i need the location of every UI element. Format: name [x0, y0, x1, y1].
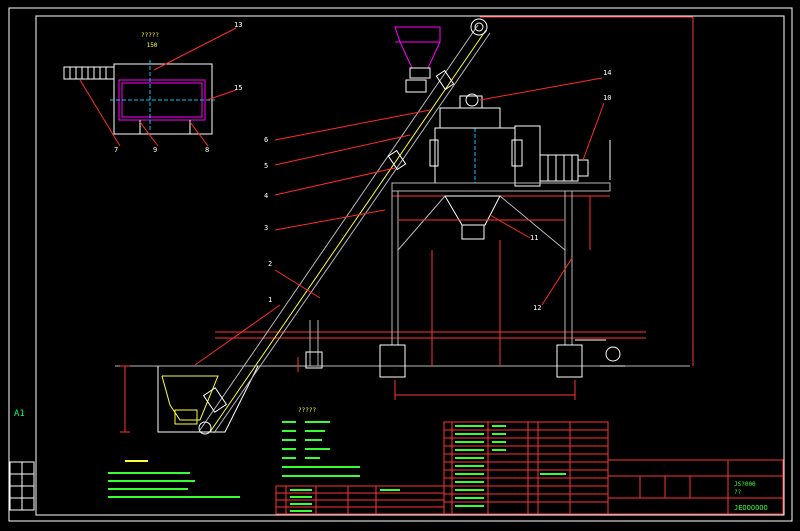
- plan-callouts: 13 15 7 9 8: [114, 21, 242, 154]
- parts-list-main: [443, 421, 609, 515]
- callout-5: 5: [264, 162, 268, 170]
- parts-list-lower: [275, 485, 445, 515]
- bottom-sheave: [198, 421, 212, 435]
- feed-hopper: [394, 26, 441, 93]
- callout-8: 8: [205, 146, 209, 154]
- callout-4: 4: [264, 192, 268, 200]
- mixer-unit: [429, 93, 611, 187]
- elevation-callouts: 1 2 3 4 5 6 14 10 11 12: [264, 69, 611, 312]
- plan-platform: [113, 63, 213, 135]
- sheet-border: [8, 7, 793, 522]
- callout-12: 12: [533, 304, 541, 312]
- parts-list-lower-text: [290, 489, 400, 512]
- plan-view-scale: 150: [147, 42, 158, 49]
- callout-14: 14: [603, 69, 611, 77]
- water-pump: [575, 339, 625, 367]
- callout-1: 1: [268, 296, 272, 304]
- dimensions: [297, 16, 694, 400]
- support-frame: [391, 191, 573, 345]
- top-sheave: [470, 18, 488, 36]
- spec-block: ?????: [282, 407, 360, 477]
- callout-11: 11: [530, 234, 538, 242]
- parts-list-main-text: [455, 425, 566, 507]
- callout-10: 10: [603, 94, 611, 102]
- sheet-size-label: A1: [14, 409, 25, 419]
- callout-6: 6: [264, 136, 268, 144]
- rail-support-post: [305, 320, 323, 369]
- spec-title: ?????: [298, 407, 316, 414]
- callout-7: 7: [114, 146, 118, 154]
- title-block: [607, 459, 784, 515]
- plan-leaders: [79, 27, 237, 147]
- plan-view: ????? 150: [63, 32, 215, 135]
- callout-9: 9: [153, 146, 157, 154]
- drawing-frame: [35, 15, 785, 516]
- elevation-leaders: [194, 77, 605, 366]
- pit: [157, 365, 259, 433]
- footings: [379, 344, 583, 378]
- title-block-sub: ??: [734, 489, 742, 496]
- title-block-name: JS?000: [734, 481, 756, 488]
- mixer-platform: [391, 182, 611, 197]
- discharge-hopper: [444, 195, 501, 240]
- tech-notes: [108, 460, 240, 498]
- drawing-number: JEOOOOOO: [734, 504, 768, 512]
- callout-15: 15: [234, 84, 242, 92]
- callout-2: 2: [268, 260, 272, 268]
- callout-13: 13: [234, 21, 242, 29]
- callout-3: 3: [264, 224, 268, 232]
- left-strip: A1: [9, 409, 35, 511]
- skip-hoist-rail: [198, 18, 491, 435]
- ground-line: [115, 331, 690, 367]
- plan-view-title: ?????: [141, 32, 159, 39]
